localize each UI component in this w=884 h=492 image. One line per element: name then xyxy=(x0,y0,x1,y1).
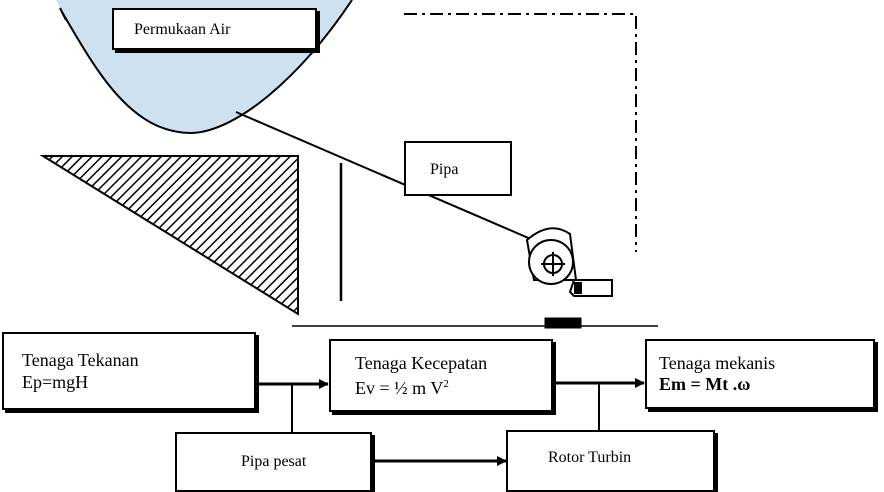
reservoir-left-edge xyxy=(59,7,67,21)
velocity-energy-formula-wrap: Ev = ½ m V2 xyxy=(355,374,449,398)
pipe-label: Pipa xyxy=(430,161,459,178)
reservoir-bank-curve xyxy=(61,0,353,135)
rotor-turbine-box: Rotor Turbin xyxy=(506,430,715,492)
velocity-energy-box: Tenaga Kecepatan Ev = ½ m V2 xyxy=(329,339,553,412)
head-dashed-outline xyxy=(404,13,637,252)
mechanical-energy-formula: Em = Mt .ω xyxy=(659,374,751,394)
rotor-turbine-label: Rotor Turbin xyxy=(548,449,632,466)
penstock-label: Pipa pesat xyxy=(241,453,307,470)
pipe-box: Pipa xyxy=(404,141,512,196)
pressure-energy-box: Tenaga Tekanan Ep=mgH xyxy=(2,332,256,410)
pressure-energy-formula: Ep=mgH xyxy=(22,372,89,392)
mechanical-energy-title: Tenaga mekanis xyxy=(659,353,776,373)
turbine-base xyxy=(544,317,582,329)
velocity-energy-title: Tenaga Kecepatan xyxy=(355,353,488,373)
pressure-energy-title: Tenaga Tekanan xyxy=(22,350,139,370)
water-surface-box: Permukaan Air xyxy=(112,8,317,50)
turbine-icon xyxy=(525,227,613,297)
mechanical-energy-box: Tenaga mekanis Em = Mt .ω xyxy=(645,339,875,409)
dam-hatched xyxy=(39,155,299,316)
water-surface-label: Permukaan Air xyxy=(134,21,231,38)
penstock-pipe-line xyxy=(235,111,541,244)
penstock-box: Pipa pesat xyxy=(175,432,372,492)
velocity-energy-superscript: 2 xyxy=(443,378,449,390)
velocity-energy-formula: Ev = ½ m V xyxy=(355,378,444,398)
